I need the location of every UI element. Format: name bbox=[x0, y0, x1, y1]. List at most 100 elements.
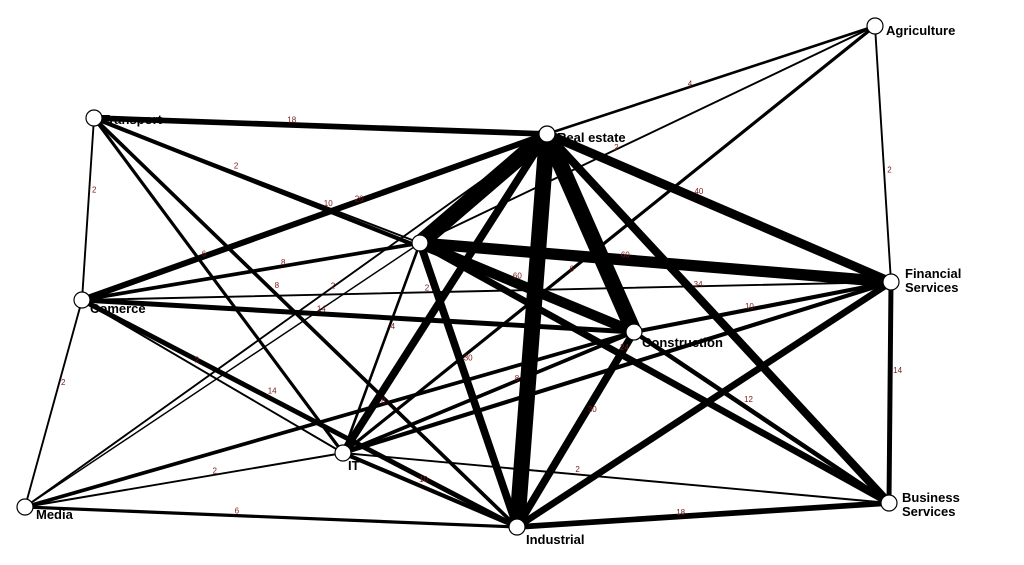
edge-construction-financial bbox=[631, 279, 894, 335]
node-media[interactable] bbox=[16, 498, 34, 516]
edge-weight-label: 8 bbox=[515, 374, 520, 383]
node-label-realestate: Real estate bbox=[557, 130, 626, 145]
edge-weight-label: 4 bbox=[688, 80, 693, 89]
edge-financial-industrial bbox=[513, 278, 895, 531]
edge-comerce-financial bbox=[81, 281, 892, 301]
node-transport[interactable] bbox=[85, 109, 103, 127]
node-label-construction: Construction bbox=[642, 335, 723, 350]
edge-realestate-industrial bbox=[509, 126, 555, 535]
edge-financial-it bbox=[340, 279, 894, 456]
node-comerce[interactable] bbox=[73, 291, 91, 309]
node-financial[interactable] bbox=[882, 273, 900, 291]
edge-it-business bbox=[342, 452, 890, 504]
edge-cardealer-financial bbox=[414, 237, 897, 288]
edge-weight-label: 6 bbox=[569, 265, 574, 274]
edge-construction-business bbox=[631, 329, 892, 506]
node-business[interactable] bbox=[880, 494, 898, 512]
edge-weight-label: 2 bbox=[614, 143, 619, 152]
edge-weight-label: 2 bbox=[92, 185, 97, 194]
edge-cardealer-agriculture bbox=[419, 25, 876, 244]
edge-weight-label: 24 bbox=[620, 343, 629, 352]
node-label-industrial: Industrial bbox=[526, 532, 585, 547]
edge-realestate-it bbox=[339, 130, 551, 457]
node-label-comerce: Comerce bbox=[90, 301, 146, 316]
edge-weight-label: 34 bbox=[694, 280, 703, 289]
edge-transport-it bbox=[92, 116, 345, 455]
edge-weight-label: 6 bbox=[202, 250, 207, 259]
node-label-financial: Financial bbox=[905, 266, 961, 281]
edge-weight-label: 18 bbox=[676, 508, 685, 517]
node-it[interactable] bbox=[334, 444, 352, 462]
edge-weight-label: 60 bbox=[513, 271, 522, 280]
edge-cardealer-comerce bbox=[80, 241, 422, 302]
edge-comerce-construction bbox=[79, 297, 637, 335]
edge-weight-label: 18 bbox=[287, 116, 296, 125]
edge-it-media bbox=[24, 452, 344, 508]
edge-weight-label: 2 bbox=[887, 165, 892, 174]
edge-weight-label: 20 bbox=[355, 195, 364, 204]
edge-weight-label: 8 bbox=[281, 258, 286, 267]
edge-weight-label: 14 bbox=[893, 366, 902, 375]
node-industrial[interactable] bbox=[508, 518, 526, 536]
node-label-agriculture: Agriculture bbox=[886, 23, 955, 38]
edge-weight-label: 40 bbox=[694, 187, 703, 196]
node-label-business: Services bbox=[902, 504, 956, 519]
edge-weight-label: 60 bbox=[621, 250, 630, 259]
edge-weight-label: 2 bbox=[575, 465, 580, 474]
edge-weight-label: 4 bbox=[391, 322, 396, 331]
edge-realestate-agriculture bbox=[545, 24, 877, 136]
edge-weight-label: 2 bbox=[61, 378, 66, 387]
edge-construction-industrial bbox=[513, 328, 638, 531]
edge-weight-label: 14 bbox=[317, 304, 326, 313]
edge-construction-media bbox=[23, 330, 636, 509]
edge-realestate-financial bbox=[542, 129, 896, 287]
edge-cardealer-industrial bbox=[416, 239, 521, 531]
edge-transport-realestate bbox=[91, 115, 550, 137]
edge-weight-label: 8 bbox=[275, 281, 280, 290]
edge-realestate-comerce bbox=[78, 130, 551, 304]
edge-realestate-cardealer bbox=[412, 126, 555, 251]
node-label-it: IT bbox=[348, 458, 360, 473]
edge-weight-label: 8 bbox=[381, 397, 386, 406]
edge-transport-comerce bbox=[81, 117, 95, 301]
edge-weight-label: 2 bbox=[212, 467, 217, 476]
edge-comerce-media bbox=[24, 299, 83, 508]
edge-financial-business bbox=[886, 279, 894, 506]
node-label-business: Business bbox=[902, 490, 960, 505]
edge-it-industrial bbox=[340, 450, 520, 530]
edge-weight-label: 10 bbox=[745, 302, 754, 311]
edge-labels-layer: 18 2 2 10 8 6 4 40 20 34 2 2 60 60 30 24 4 8 14 14 2 2 2 30 8 8 12… bbox=[61, 80, 903, 517]
node-construction[interactable] bbox=[625, 323, 643, 341]
edge-realestate-business bbox=[542, 129, 894, 508]
edge-weight-label: 2 bbox=[195, 355, 200, 364]
node-agriculture[interactable] bbox=[866, 17, 884, 35]
edge-weight-label: 30 bbox=[464, 353, 473, 362]
edge-weight-label: 2 bbox=[331, 282, 336, 291]
edge-weight-label: 2 bbox=[234, 162, 239, 171]
edge-realestate-media bbox=[24, 133, 548, 508]
edge-industrial-business bbox=[514, 500, 892, 530]
edge-realestate-construction bbox=[539, 126, 642, 340]
node-cardealer[interactable] bbox=[411, 234, 429, 252]
edge-construction-it bbox=[341, 330, 636, 455]
edge-cardealer-it bbox=[341, 241, 422, 455]
edge-weight-label: 2 bbox=[425, 283, 430, 292]
edge-weight-label: 14 bbox=[268, 386, 277, 395]
edge-weight-label: 6 bbox=[235, 506, 240, 515]
node-realestate[interactable] bbox=[538, 125, 556, 143]
node-label-media: Media bbox=[36, 507, 74, 522]
edge-cardealer-construction bbox=[414, 237, 640, 338]
edges-layer bbox=[23, 24, 897, 535]
edge-weight-label: 10 bbox=[324, 199, 333, 208]
edge-transport-industrial bbox=[92, 116, 519, 529]
edge-cardealer-business bbox=[416, 239, 893, 507]
node-label-cardealer: Car dealer bbox=[430, 239, 494, 254]
edge-weight-label: 12 bbox=[744, 395, 753, 404]
edge-it-agriculture bbox=[341, 24, 877, 455]
node-label-financial: Services bbox=[905, 280, 959, 295]
edge-media-industrial bbox=[23, 505, 519, 529]
edge-comerce-industrial bbox=[79, 297, 520, 530]
edge-weight-label: 10 bbox=[419, 475, 428, 484]
edge-weight-label: 30 bbox=[588, 405, 597, 414]
